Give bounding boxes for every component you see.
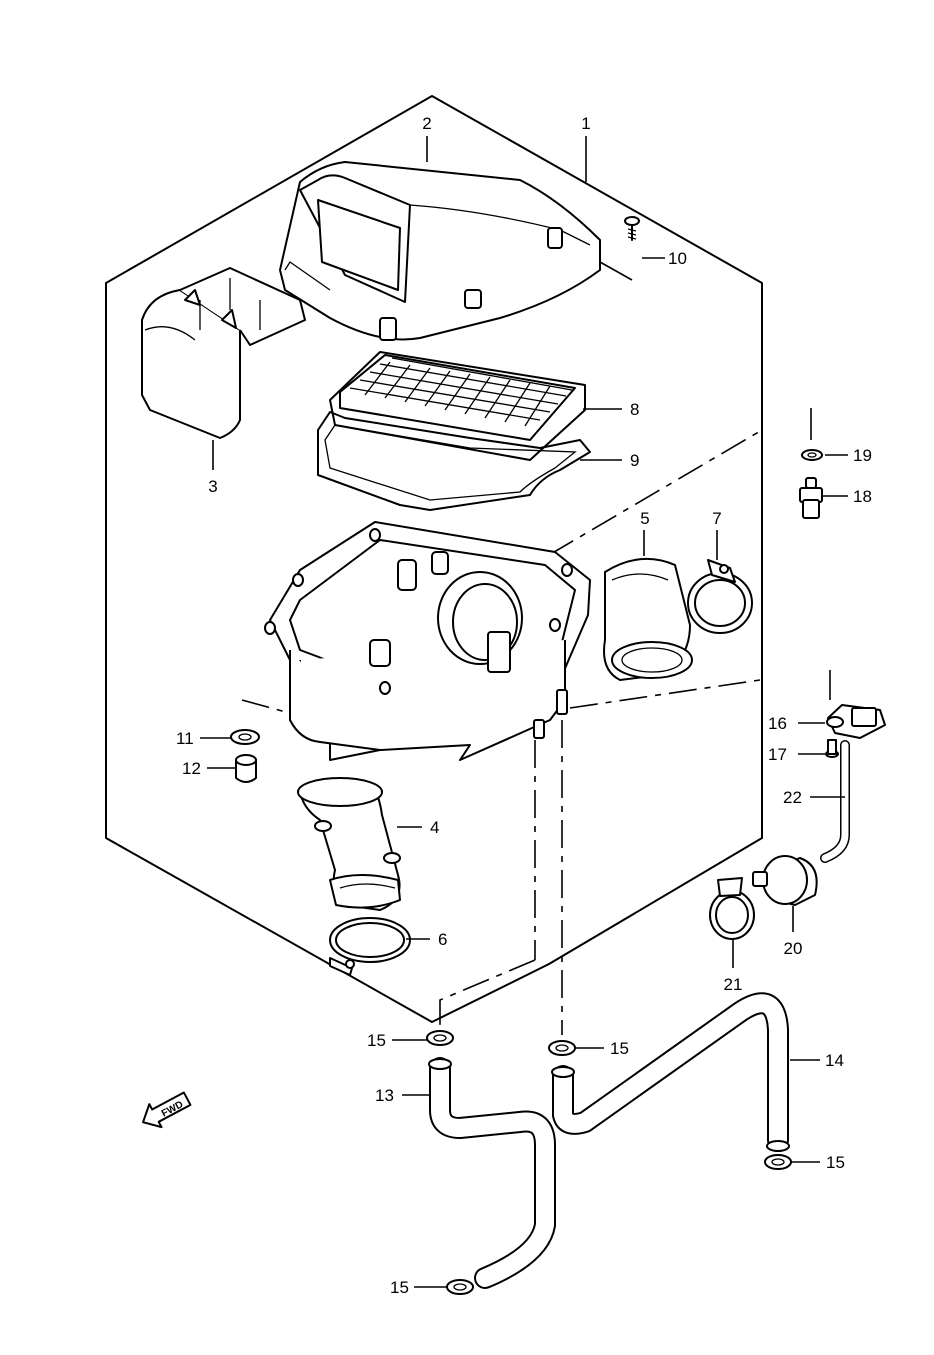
air-filter-element <box>329 351 586 461</box>
callout-6: 6 <box>438 930 447 949</box>
outlet-boot <box>297 777 401 911</box>
clip-15b <box>548 1040 576 1056</box>
sensor-16 <box>826 704 886 739</box>
callout-22: 22 <box>783 788 802 807</box>
hose-routing-lines <box>439 720 563 1035</box>
callout-21: 21 <box>724 975 743 994</box>
callout-5: 5 <box>640 509 649 528</box>
air-cleaner-cap <box>279 161 601 341</box>
screw-10 <box>599 216 640 281</box>
clamp-21 <box>709 877 755 940</box>
hose-22 <box>820 740 850 863</box>
callout-2: 2 <box>422 114 431 133</box>
assembly-boundary <box>105 95 763 1023</box>
callout-labels: 2 1 10 3 8 9 5 7 19 18 16 17 22 11 12 4 … <box>176 114 872 1297</box>
forward-direction-icon: FWD <box>142 1091 192 1129</box>
callout-15c: 15 <box>826 1153 845 1172</box>
clip-15d <box>446 1279 474 1295</box>
intake-duct <box>141 267 306 439</box>
callout-12: 12 <box>182 759 201 778</box>
vent-filter-20 <box>752 855 818 906</box>
clip-15c <box>764 1154 792 1170</box>
bolt-17 <box>825 670 839 758</box>
hose-13 <box>428 1057 556 1289</box>
callout-15d: 15 <box>390 1278 409 1297</box>
callout-7: 7 <box>712 509 721 528</box>
callout-11: 11 <box>176 729 194 748</box>
filter-seal <box>317 411 591 511</box>
clamp-6 <box>329 917 411 976</box>
callout-1: 1 <box>581 114 590 133</box>
callout-3: 3 <box>208 477 217 496</box>
callout-20: 20 <box>784 939 803 958</box>
callout-8: 8 <box>630 400 639 419</box>
callout-16: 16 <box>768 714 787 733</box>
callout-15b: 15 <box>610 1039 629 1058</box>
callout-17: 17 <box>768 745 787 764</box>
clamp-7 <box>687 559 753 634</box>
callout-4: 4 <box>430 818 439 837</box>
sensor-18 <box>799 477 823 519</box>
leader-lines <box>200 136 848 1288</box>
clip-15a <box>426 1030 454 1046</box>
spacer-12 <box>235 754 257 783</box>
callout-13: 13 <box>375 1086 394 1105</box>
callout-9: 9 <box>630 451 639 470</box>
callout-15a: 15 <box>367 1031 386 1050</box>
callout-18: 18 <box>853 487 872 506</box>
washer-19 <box>801 408 823 461</box>
cap-11 <box>230 729 260 745</box>
air-cleaner-case <box>264 521 591 761</box>
callout-10: 10 <box>668 249 687 268</box>
callout-19: 19 <box>853 446 872 465</box>
hose-14 <box>551 992 790 1152</box>
intake-funnel <box>603 557 693 681</box>
callout-14: 14 <box>825 1051 844 1070</box>
